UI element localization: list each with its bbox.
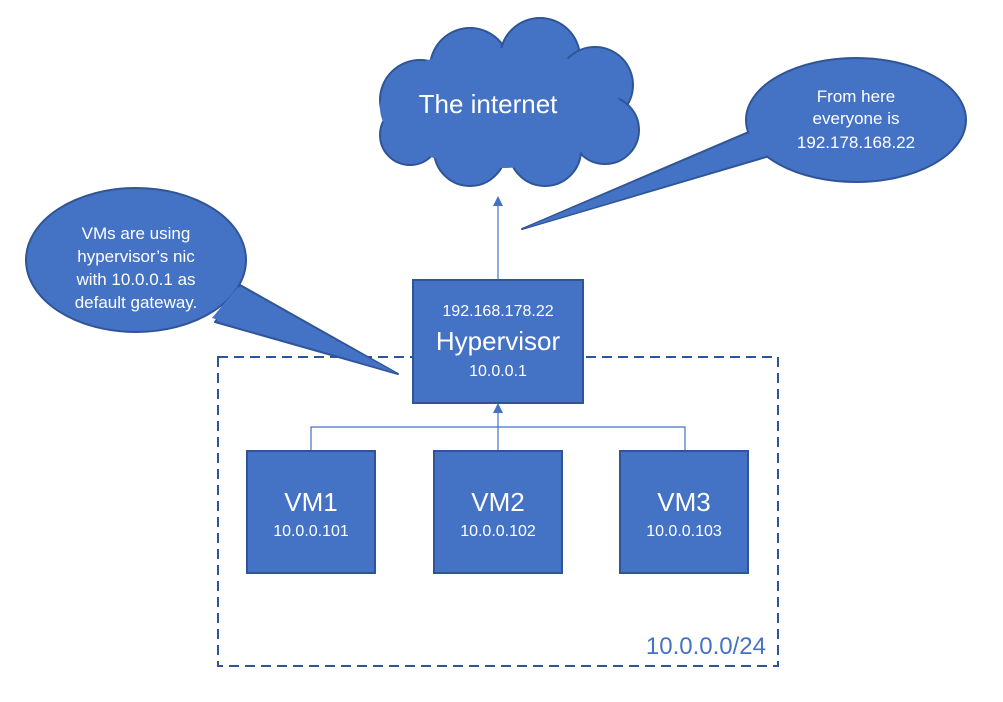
vm-box-2: VM2 10.0.0.102	[433, 450, 563, 574]
connectors	[310, 196, 686, 451]
vm-box-1: VM1 10.0.0.101	[246, 450, 376, 574]
left-callout-line-2: hypervisor’s nic	[77, 247, 195, 266]
hypervisor-private-ip: 10.0.0.1	[469, 363, 527, 380]
subnet-label: 10.0.0.0/24	[646, 633, 766, 660]
internet-label: The internet	[419, 89, 559, 119]
hypervisor-box: 192.168.178.22 Hypervisor 10.0.0.1	[412, 279, 584, 404]
vm-ip: 10.0.0.102	[460, 523, 536, 540]
left-callout: VMs are using hypervisor’s nic with 10.0…	[25, 187, 399, 375]
left-callout-line-4: default gateway.	[75, 293, 198, 312]
vm-box-3: VM3 10.0.0.103	[619, 450, 749, 574]
internet-cloud: The internet	[379, 17, 640, 187]
right-callout-line-3: 192.178.168.22	[797, 133, 915, 152]
vm-ip: 10.0.0.103	[646, 523, 722, 540]
vm-name: VM3	[657, 487, 710, 517]
vm-name: VM1	[284, 487, 337, 517]
right-callout-line-2: everyone is	[813, 109, 900, 128]
right-callout-line-1: From here	[817, 87, 895, 106]
hypervisor-public-ip: 192.168.178.22	[442, 303, 553, 320]
right-callout: From here everyone is 192.178.168.22	[521, 57, 967, 230]
vm3-connector	[498, 426, 686, 451]
left-callout-line-1: VMs are using	[82, 224, 191, 243]
vm1-connector	[310, 426, 498, 451]
left-callout-line-3: with 10.0.0.1 as	[75, 270, 195, 289]
vm-ip: 10.0.0.101	[273, 523, 349, 540]
vm-name: VM2	[471, 487, 524, 517]
hypervisor-name: Hypervisor	[436, 326, 561, 356]
